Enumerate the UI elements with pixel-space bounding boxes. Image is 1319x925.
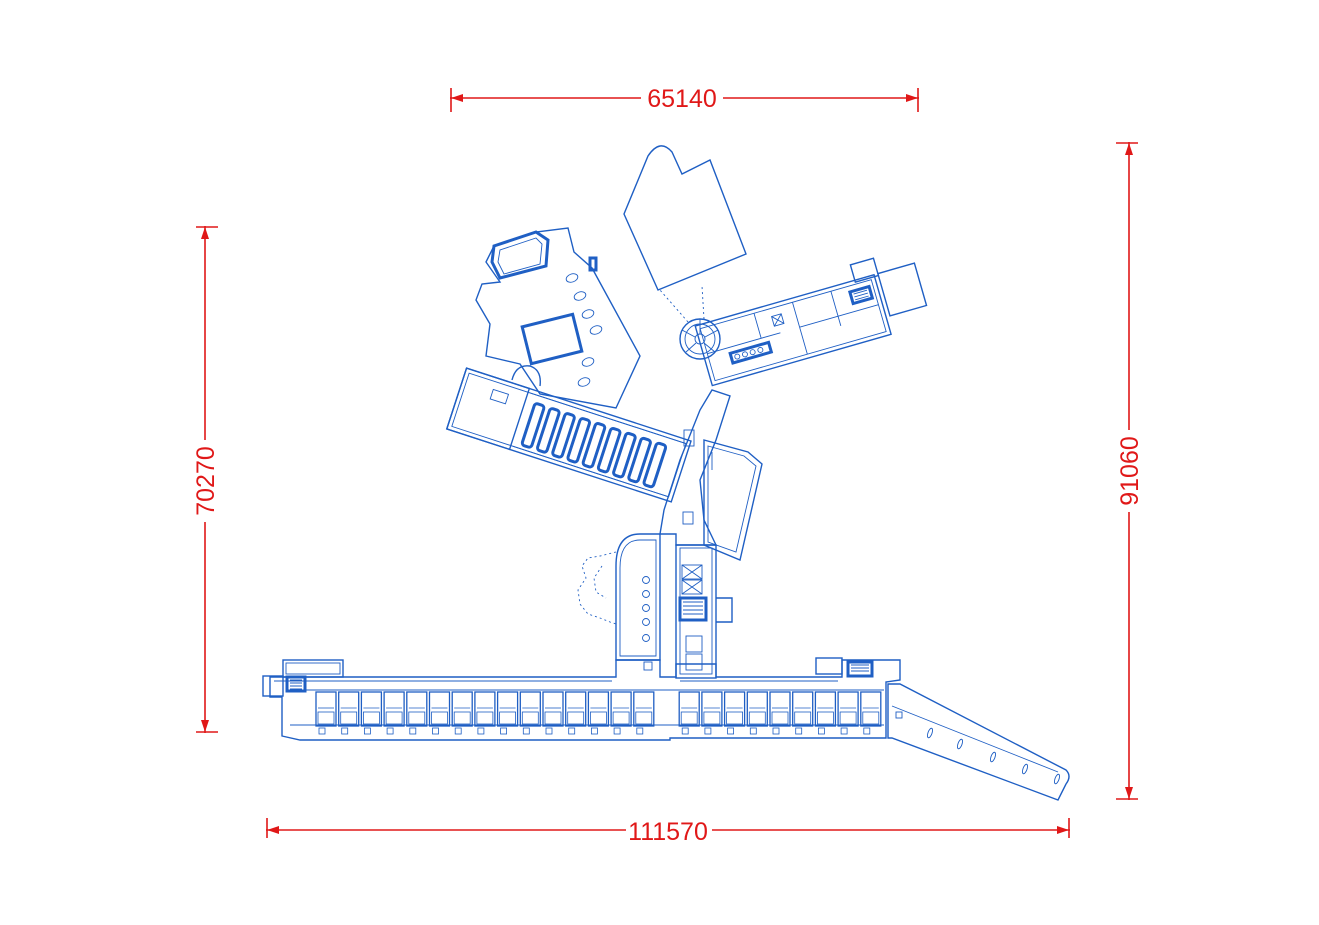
dorm-room: [360, 691, 383, 735]
classroom-tables: [520, 402, 668, 489]
dorm-room: [769, 691, 791, 735]
auditorium: [577, 533, 661, 671]
east-wing: [887, 683, 1070, 801]
dorm-room: [860, 691, 882, 735]
dorm-room: [587, 691, 610, 735]
hall: [703, 439, 763, 561]
admin-wing: [694, 257, 928, 387]
dorm-room: [496, 691, 519, 735]
dorm-room: [633, 691, 655, 735]
pavilion: [623, 145, 747, 291]
dorm-room: [792, 691, 814, 735]
west-building: [475, 227, 641, 409]
dorm-room: [814, 691, 837, 735]
dorm-room: [451, 691, 473, 735]
dorm-room: [837, 691, 859, 735]
main-corridor: [659, 389, 731, 546]
dorm-room: [383, 691, 405, 735]
dimension-top-label: 65140: [647, 85, 717, 113]
dorm-room: [428, 691, 451, 735]
dorm-room: [474, 691, 496, 735]
dormitory-wing: [262, 657, 901, 741]
dorm-room: [723, 691, 746, 735]
building-outline: [262, 145, 1070, 801]
dorm-room: [746, 691, 768, 735]
dorm-room: [565, 691, 587, 735]
central-stair-tower: [675, 544, 733, 679]
stair-left: [285, 675, 307, 693]
dorm-room: [610, 691, 632, 735]
dimension-left: 70270: [192, 226, 220, 733]
dorm-room: [701, 691, 723, 735]
dorm-room: [519, 691, 541, 735]
classroom-wing: [445, 367, 692, 503]
dorm-room: [678, 691, 700, 735]
dimension-bottom-label: 111570: [628, 818, 708, 846]
dimension-top: 65140: [450, 85, 919, 113]
dorm-room: [338, 691, 360, 735]
spiral-stair-tower: [659, 285, 721, 360]
dimension-right: 91060: [1116, 142, 1144, 800]
dimension-lines: 65140 111570 70270: [192, 85, 1144, 846]
dorm-rooms: [315, 691, 882, 735]
dimension-right-label: 91060: [1116, 436, 1144, 506]
dimension-left-label: 70270: [192, 446, 220, 516]
dorm-room: [406, 691, 428, 735]
dorm-room: [315, 691, 337, 735]
dorm-room: [542, 691, 564, 735]
stair-right: [846, 660, 874, 678]
dimension-bottom: 111570: [266, 818, 1070, 846]
